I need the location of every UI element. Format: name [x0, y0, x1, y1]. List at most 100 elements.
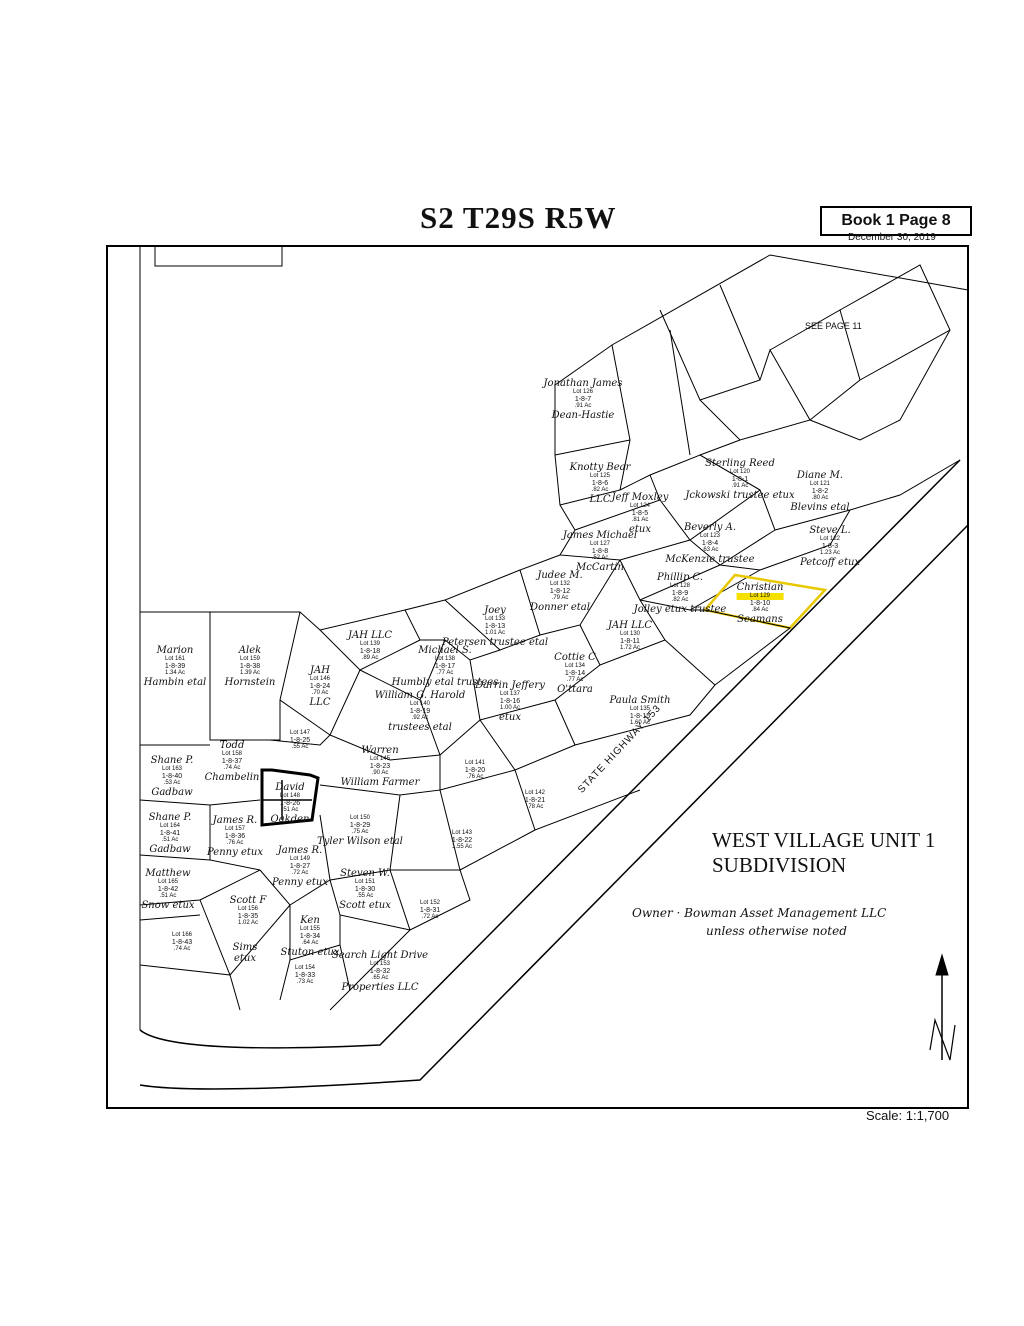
- parcel-id: 1-8-21: [524, 796, 546, 804]
- lot-acres: .76 Ac: [466, 774, 484, 781]
- lot-owner-secondary: Seamans: [737, 613, 783, 625]
- lot-owner: Diane M.: [796, 470, 844, 481]
- lot-acres: 1.34 Ac: [164, 670, 186, 677]
- lot-owner: Beverly A.: [683, 522, 737, 533]
- parcel-id: 1-8-35: [237, 912, 259, 920]
- lot-owner-secondary: Scott etux: [339, 899, 391, 911]
- lot-acres: .55 Ac: [291, 744, 309, 751]
- lot-owner-secondary: etux: [498, 711, 522, 723]
- parcel-id: 1-8-9: [671, 589, 689, 597]
- lot-owner: Steven W.: [340, 868, 390, 879]
- parcel-id: 1-8-29: [349, 821, 371, 829]
- unless-note: unless otherwise noted: [706, 924, 847, 938]
- lot-number: Lot 122: [819, 536, 841, 542]
- lot-acres: 1.23 Ac: [819, 550, 840, 557]
- lot-acres: 1.60 Ac: [629, 720, 651, 727]
- lot-owner-secondary: Snow etux: [141, 899, 195, 911]
- lot-acres: .51 Ac: [161, 837, 179, 844]
- lot-owner: Matthew: [145, 868, 191, 879]
- lot-number: Lot 152: [419, 900, 441, 906]
- lot-owner: Cottie C: [554, 652, 596, 663]
- lot-number: Lot 146: [309, 676, 331, 682]
- lot-acres: .82 Ac: [591, 487, 609, 494]
- lot-acres: .82 Ac: [671, 597, 689, 604]
- parcel-id: 1-8-11: [620, 637, 640, 645]
- lot-acres: .74 Ac: [223, 765, 241, 772]
- lot-acres: .72 Ac: [291, 870, 309, 877]
- lot-number: Lot 141: [464, 760, 486, 766]
- lot-owner-secondary: O'ttara: [557, 683, 593, 695]
- parcel-id: 1-8-24: [309, 682, 331, 690]
- lot-number: Lot 142: [524, 790, 546, 796]
- lot-acres: .89 Ac: [361, 655, 379, 662]
- map-date: December 30, 2019: [848, 232, 936, 243]
- lot-acres: .51 Ac: [159, 893, 177, 900]
- lot-acres: 1.01 Ac: [484, 630, 505, 637]
- lot-owner: Sims: [232, 942, 258, 953]
- owner-note: Owner · Bowman Asset Management LLC: [632, 906, 887, 920]
- lot-owner-secondary: Stuton etux: [280, 946, 340, 958]
- lot-number: Lot 128: [669, 583, 691, 589]
- parcel-id: 1-8-6: [591, 479, 609, 487]
- see-page-note: SEE PAGE 11: [805, 321, 862, 331]
- lot-number: Lot 134: [564, 663, 586, 669]
- parcel-id: 1-8-8: [591, 547, 609, 555]
- lot-number: Lot 148: [279, 793, 301, 799]
- lot-owner: JAH LLC: [347, 630, 393, 641]
- lot-number: Lot 154: [294, 965, 316, 971]
- lot-owner: Search Light Drive: [331, 950, 429, 961]
- lot-acres: .64 Ac: [301, 940, 319, 947]
- lot-acres: .78 Ac: [526, 804, 544, 811]
- lot-number: Lot 163: [161, 766, 183, 772]
- lot-number: Lot 139: [359, 641, 381, 647]
- lot-owner: Shane P.: [148, 812, 192, 823]
- lot-number: Lot 151: [354, 879, 376, 885]
- lot-number: Lot 149: [289, 856, 311, 862]
- lot-owner-secondary: Hambin etal: [143, 676, 207, 688]
- lot-acres: .72 Ac: [421, 914, 439, 921]
- parcel-id: 1-8-42: [157, 885, 179, 893]
- lot-owner: Darrin Jeffery: [475, 680, 545, 691]
- lot-owner-secondary: Oakden: [270, 813, 310, 825]
- lot-acres: .79 Ac: [551, 595, 569, 602]
- lot-acres: 1.72 Ac: [619, 645, 640, 652]
- book-page-label: Book 1 Page 8: [820, 206, 972, 236]
- lot-number: Lot 161: [164, 656, 186, 662]
- lot-owner: Steve L.: [809, 525, 851, 536]
- lot-number: Lot 143: [451, 830, 473, 836]
- parcel-id: 1-8-37: [221, 757, 243, 765]
- lot-owner: Knotty Bear: [569, 462, 631, 473]
- parcel-id: 1-8-5: [631, 509, 649, 517]
- lot-number: Lot 165: [157, 879, 179, 885]
- highway-edge-inner: [139, 459, 961, 1049]
- lot-owner: James R.: [277, 845, 323, 856]
- parcel-id: 1-8-15: [629, 712, 651, 720]
- lot-owner: Paula Smith: [609, 695, 671, 706]
- lot-148-outline: [260, 768, 320, 827]
- parcel-id: 1-8-32: [369, 967, 391, 975]
- lot-number: Lot 137: [499, 691, 521, 697]
- lot-owner-secondary: Penny etux: [272, 876, 328, 888]
- lot-acres: .63 Ac: [701, 547, 719, 554]
- parcel-id: 1-8-12: [549, 587, 571, 595]
- lot-number: Lot 155: [299, 926, 321, 932]
- lot-owner-secondary: McKenzie trustee: [665, 553, 755, 565]
